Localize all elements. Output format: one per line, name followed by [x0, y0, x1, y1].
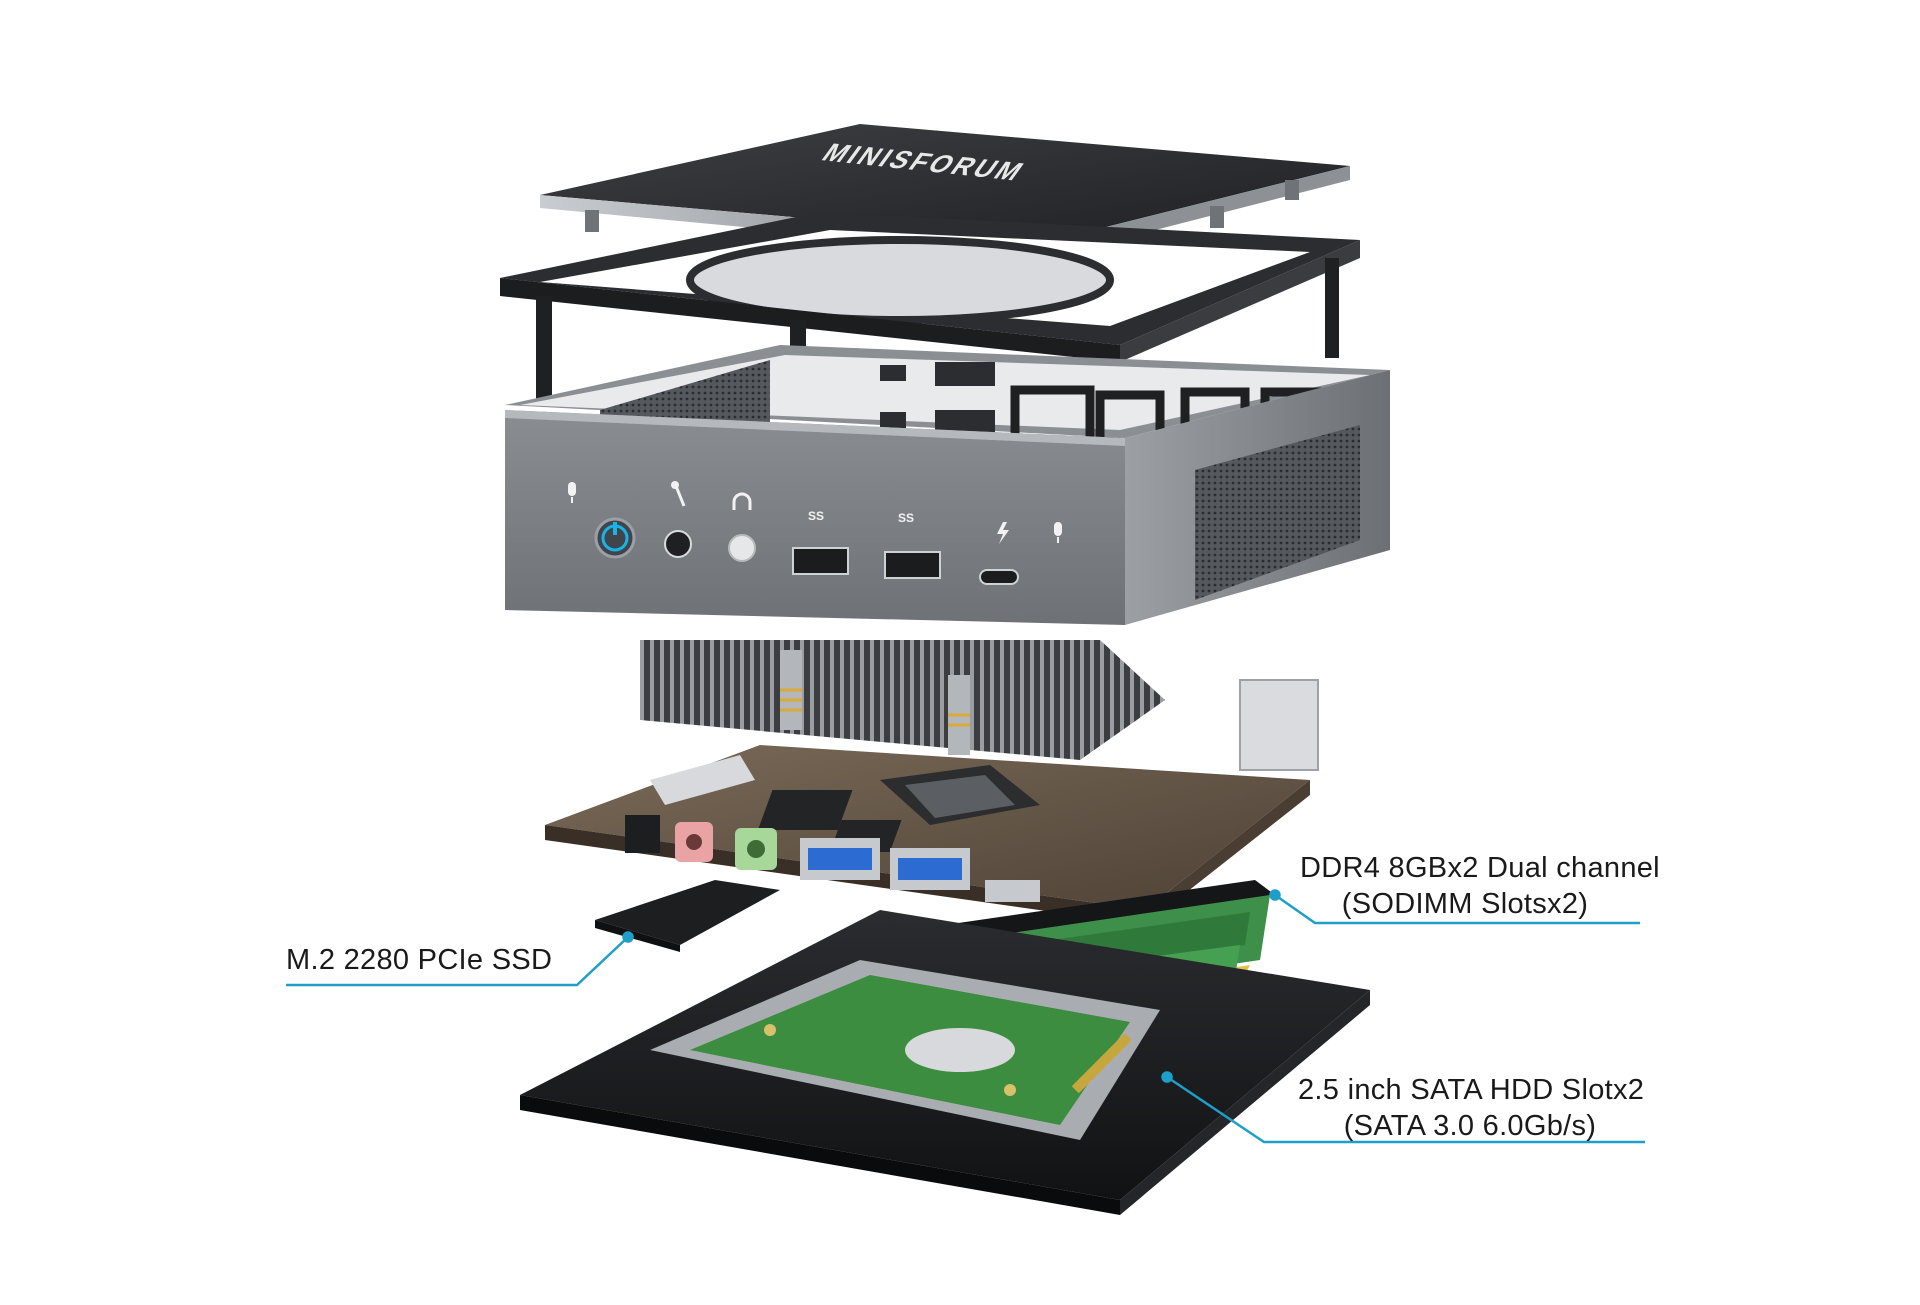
- callout-line-ddr: [1274, 893, 1640, 925]
- callout-dot-hdd: [1161, 1071, 1173, 1083]
- callout-label-ssd: M.2 2280 PCIe SSD: [286, 942, 552, 978]
- callout-line-hdd: [1166, 1075, 1645, 1144]
- callout-dot-ssd: [622, 931, 634, 943]
- usb-c-port: [979, 569, 1019, 585]
- callout-hdd-line1: 2.5 inch SATA HDD Slotx2: [1298, 1074, 1645, 1106]
- mic-jack-port: [664, 530, 692, 558]
- front-panel-ports: SS SS: [568, 481, 1062, 585]
- headphone-jack-port: [728, 534, 756, 562]
- callout-ddr-line2: (SODIMM Slotsx2): [1341, 888, 1589, 920]
- callout-dot-ddr: [1269, 889, 1281, 901]
- m2-ssd: [595, 880, 780, 952]
- hdd: [650, 960, 1160, 1140]
- callout-label-hdd: 2.5 inch SATA HDD Slotx2 (SATA 3.0 6.0Gb…: [1298, 1072, 1645, 1144]
- usb-a-port: [884, 551, 941, 579]
- callout-label-ddr: DDR4 8GBx2 Dual channel (SODIMM Slotsx2): [1300, 850, 1660, 922]
- callout-hdd-line2: (SATA 3.0 6.0Gb/s): [1343, 1110, 1597, 1142]
- audio-jack-black: [625, 815, 660, 853]
- callout-line-ssd: [286, 936, 629, 987]
- chassis: [505, 345, 1390, 625]
- power-button[interactable]: [594, 517, 636, 559]
- mic-icon: [568, 482, 576, 503]
- mic-icon: [1054, 522, 1062, 543]
- thunderbolt-icon: [997, 522, 1009, 544]
- callout-ssd-line1: M.2 2280 PCIe SSD: [286, 944, 553, 976]
- callout-lines: [286, 889, 1645, 1144]
- usb-a-port: [792, 547, 849, 575]
- heatsink: [640, 640, 1319, 771]
- usb-ss-icon: SS: [808, 509, 824, 523]
- callout-ddr-line1: DDR4 8GBx2 Dual channel: [1300, 852, 1660, 884]
- mic-jack-icon: [671, 481, 686, 507]
- usb-ss-icon: SS: [898, 511, 914, 525]
- headphone-icon: [732, 492, 752, 510]
- motherboard: [545, 745, 1310, 925]
